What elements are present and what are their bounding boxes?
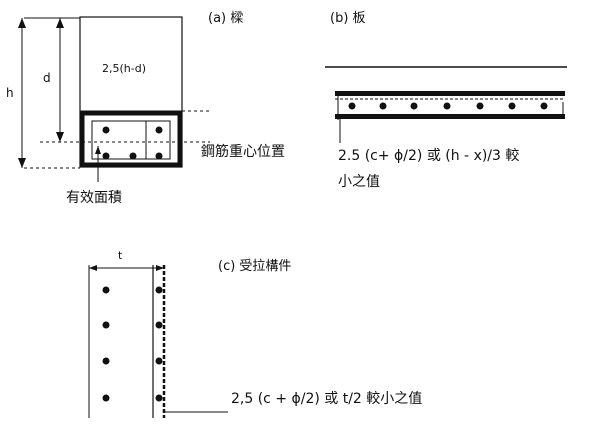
arrowhead xyxy=(18,158,26,168)
arrowhead xyxy=(56,132,64,142)
arrowhead xyxy=(89,265,97,271)
label-d: d xyxy=(43,71,51,85)
zone-label: 2,5(h-d) xyxy=(102,62,146,75)
rebar-dot xyxy=(102,126,110,134)
rebar-dot xyxy=(476,102,484,110)
rebar-dot xyxy=(102,321,110,329)
rebar-dot xyxy=(155,152,163,160)
rebar-dot xyxy=(155,394,163,402)
slab-band-top xyxy=(335,91,565,96)
rebar-dot xyxy=(155,126,163,134)
rebar-dot xyxy=(102,152,110,160)
stirrup xyxy=(91,120,171,160)
rebar-dot xyxy=(379,102,387,110)
label-t: t xyxy=(118,249,123,262)
panel-a-title: (a) 樑 xyxy=(208,11,243,26)
slab-formula-line1: 2.5 (c+ ϕ/2) 或 (h - x)/3 較 xyxy=(338,148,519,164)
label-h: h xyxy=(6,86,14,100)
rebar-dot xyxy=(540,102,548,110)
panel-c-title: (c) 受拉構件 xyxy=(218,259,291,274)
panel-b-title: (b) 板 xyxy=(330,11,366,26)
rebar-dot xyxy=(129,152,137,160)
slab-band-bottom xyxy=(335,114,565,119)
effective-area-label: 有效面積 xyxy=(66,190,122,206)
rebar-dot xyxy=(443,102,451,110)
rebar-centroid-label: 鋼筋重心位置 xyxy=(201,143,285,160)
beam-outline xyxy=(79,16,183,168)
rebar-dot xyxy=(102,357,110,365)
panel-b-slab: (b) 板 2.5 (c+ ϕ/2) 或 (h - x)/3 較 小之值 xyxy=(325,11,567,190)
arrowhead xyxy=(18,18,26,28)
arrowhead xyxy=(156,265,164,271)
arrowhead xyxy=(95,146,101,154)
arrowhead xyxy=(56,18,64,28)
rebar-dot xyxy=(348,102,356,110)
member-formula: 2,5 (c + ϕ/2) 或 t/2 較小之值 xyxy=(231,391,422,407)
rebar-dot xyxy=(410,102,418,110)
rebar-dot xyxy=(155,286,163,294)
rebar-dot xyxy=(102,286,110,294)
rebar-dot xyxy=(102,394,110,402)
rebar-dot xyxy=(155,357,163,365)
panel-c-tension: t (c) 受拉構件 2,5 (c + ϕ/2) 或 t/2 較小之值 xyxy=(88,249,422,418)
rebar-dot xyxy=(508,102,516,110)
rebar-dot xyxy=(155,321,163,329)
effective-area-box xyxy=(79,110,183,168)
slab-formula-line2: 小之值 xyxy=(338,174,380,190)
panel-a-beam: (a) 樑 h d 2,5(h-d) 鋼筋重心位置 有效面積 xyxy=(6,11,285,206)
